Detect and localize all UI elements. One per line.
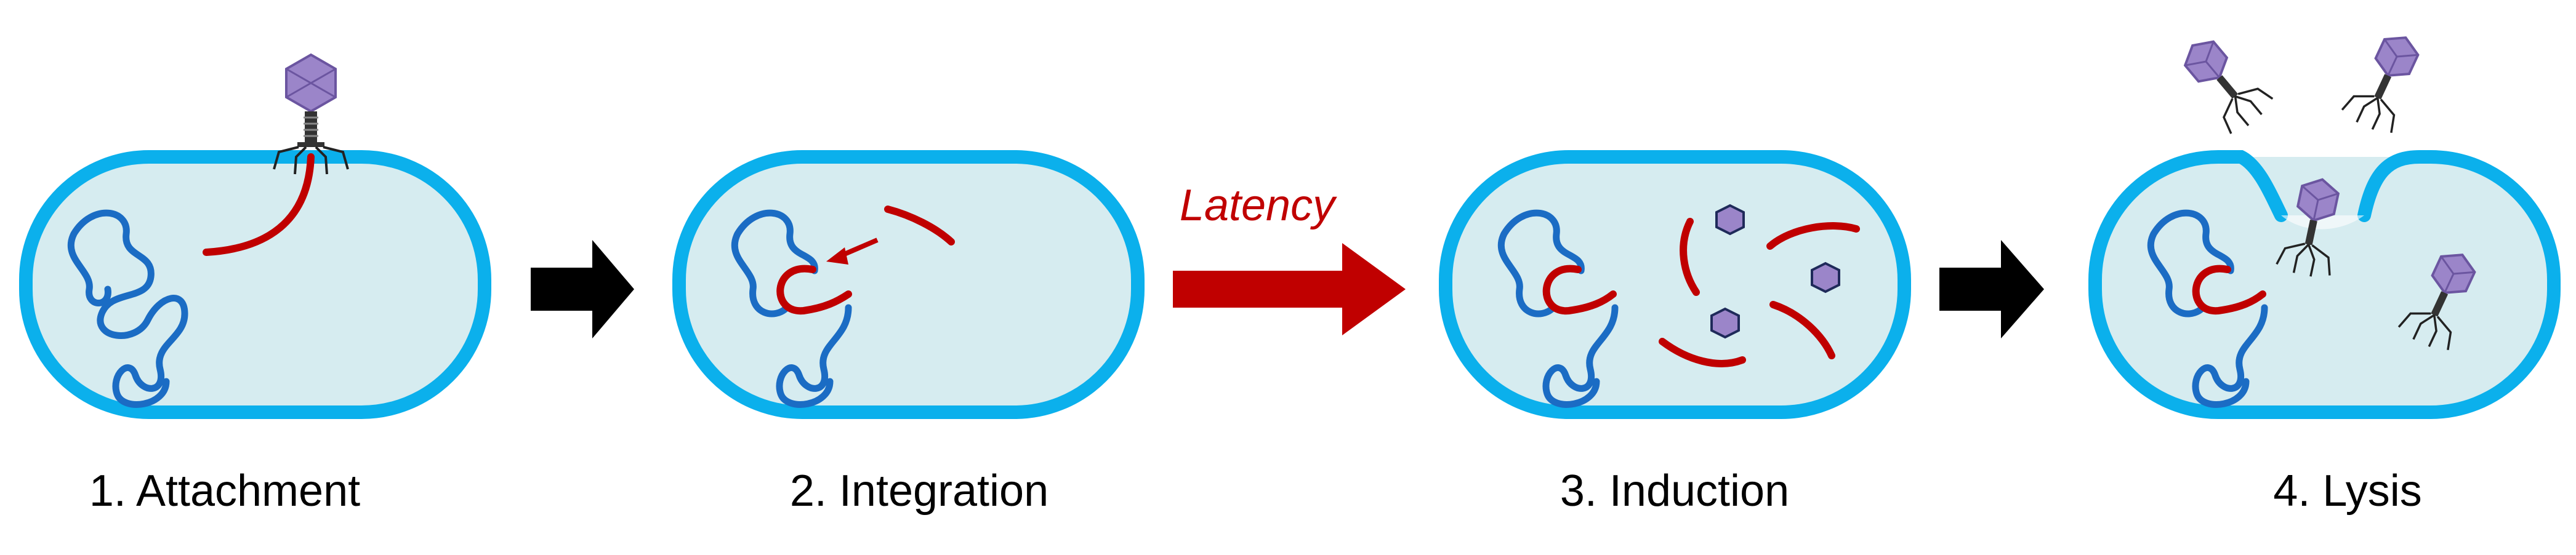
ruptured-bacterial-cell xyxy=(2088,150,2561,419)
capsid-icon xyxy=(1715,204,1745,236)
bacteriophage-icon xyxy=(2170,26,2277,139)
phage-dna-icon xyxy=(2192,265,2266,315)
bacterial-cell xyxy=(672,150,1145,419)
arrow-right-icon xyxy=(1173,243,1406,335)
bacterial-cell xyxy=(1439,150,1911,419)
step-label-induction: 3. Induction xyxy=(1560,466,1789,516)
panel-integration xyxy=(672,150,1145,419)
arrow-icon xyxy=(826,238,879,265)
panel-attachment xyxy=(19,54,491,419)
phage-dna-icon xyxy=(203,153,315,256)
phage-dna-icon xyxy=(776,265,852,315)
phage-dna-icon xyxy=(1766,222,1860,250)
bacteriophage-icon xyxy=(2338,25,2432,138)
latency-label: Latency xyxy=(1180,181,1337,230)
step-label-attachment: 1. Attachment xyxy=(89,466,360,516)
panel-induction xyxy=(1439,150,1911,419)
panel-lysis xyxy=(2088,25,2561,419)
step-label-integration: 2. Integration xyxy=(790,466,1049,516)
latency-arrow: Latency xyxy=(1173,181,1406,335)
step-label-lysis: 4. Lysis xyxy=(2273,466,2421,516)
phage-dna-icon xyxy=(1680,218,1700,296)
arrow-right-icon xyxy=(531,240,634,338)
bacterial-cell xyxy=(19,150,491,419)
phage-dna-icon xyxy=(1769,301,1835,359)
capsid-icon xyxy=(1811,262,1840,293)
capsid-icon xyxy=(1710,307,1740,339)
phage-dna-icon xyxy=(1659,338,1746,367)
phage-dna-icon xyxy=(1542,265,1617,315)
arrow-right-icon xyxy=(1939,240,2044,338)
phage-dna-icon xyxy=(884,206,955,246)
